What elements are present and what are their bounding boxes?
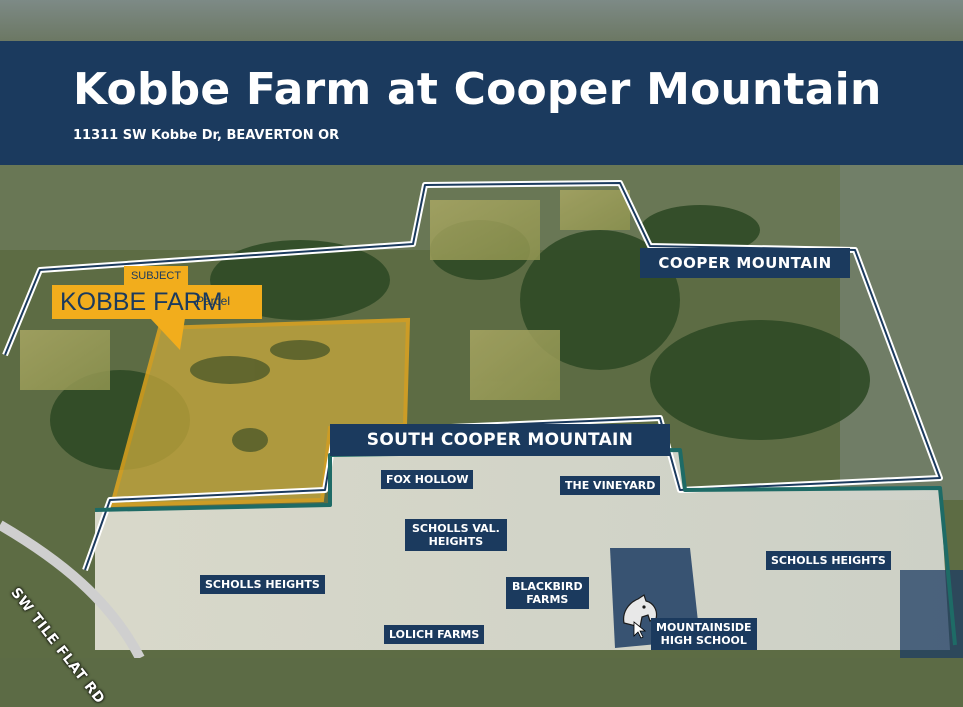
label-blackbird-farms-line1: BLACKBIRD — [512, 580, 583, 593]
label-mountainside-high-school: MOUNTAINSIDE HIGH SCHOOL — [651, 618, 757, 650]
subject-pointer — [150, 318, 185, 350]
parcel-trees — [190, 340, 330, 452]
address-subtitle: 11311 SW Kobbe Dr, BEAVERTON OR — [73, 128, 340, 143]
distant-suburbs — [0, 0, 963, 45]
subject-tag: SUBJECT — [124, 266, 188, 286]
mouse-cursor-icon — [633, 621, 647, 639]
subject-name-box: KOBBE FARM Parcel — [52, 285, 262, 319]
label-fox-hollow: FOX HOLLOW — [381, 470, 474, 489]
subject-parcel-label: Parcel — [196, 294, 231, 308]
label-scholls-heights-west: SCHOLLS HEIGHTS — [200, 575, 325, 594]
label-blackbird-farms: BLACKBIRD FARMS — [506, 577, 589, 609]
region-label-cooper-mountain: COOPER MOUNTAIN — [640, 248, 850, 278]
label-scholls-heights-east: SCHOLLS HEIGHTS — [766, 551, 891, 570]
title-banner — [0, 41, 963, 165]
subject-name: KOBBE FARM — [60, 288, 223, 316]
east-suburbs — [840, 160, 963, 500]
region-label-south-cooper-mountain: SOUTH COOPER MOUNTAIN — [330, 424, 670, 456]
sw-tile-flat-rd — [0, 520, 145, 658]
label-scholls-val-heights-line1: SCHOLLS VAL. — [412, 522, 500, 535]
label-blackbird-farms-line2: FARMS — [526, 593, 569, 606]
cooper-mountain-boundary-inner — [4, 182, 941, 571]
label-mountainside-line2: HIGH SCHOOL — [660, 634, 747, 647]
label-the-vineyard: THE VINEYARD — [560, 476, 661, 495]
farm-fields — [20, 190, 630, 400]
label-mountainside-line1: MOUNTAINSIDE — [656, 621, 752, 634]
south-cooper-mountain-boundary — [94, 448, 957, 646]
south-development-area — [95, 450, 950, 650]
label-lolich-farms: LOLICH FARMS — [384, 625, 485, 644]
label-scholls-val-heights-line2: HEIGHTS — [428, 535, 484, 548]
label-scholls-val-heights: SCHOLLS VAL. HEIGHTS — [405, 519, 507, 551]
page-title: Kobbe Farm at Cooper Mountain — [73, 64, 882, 115]
